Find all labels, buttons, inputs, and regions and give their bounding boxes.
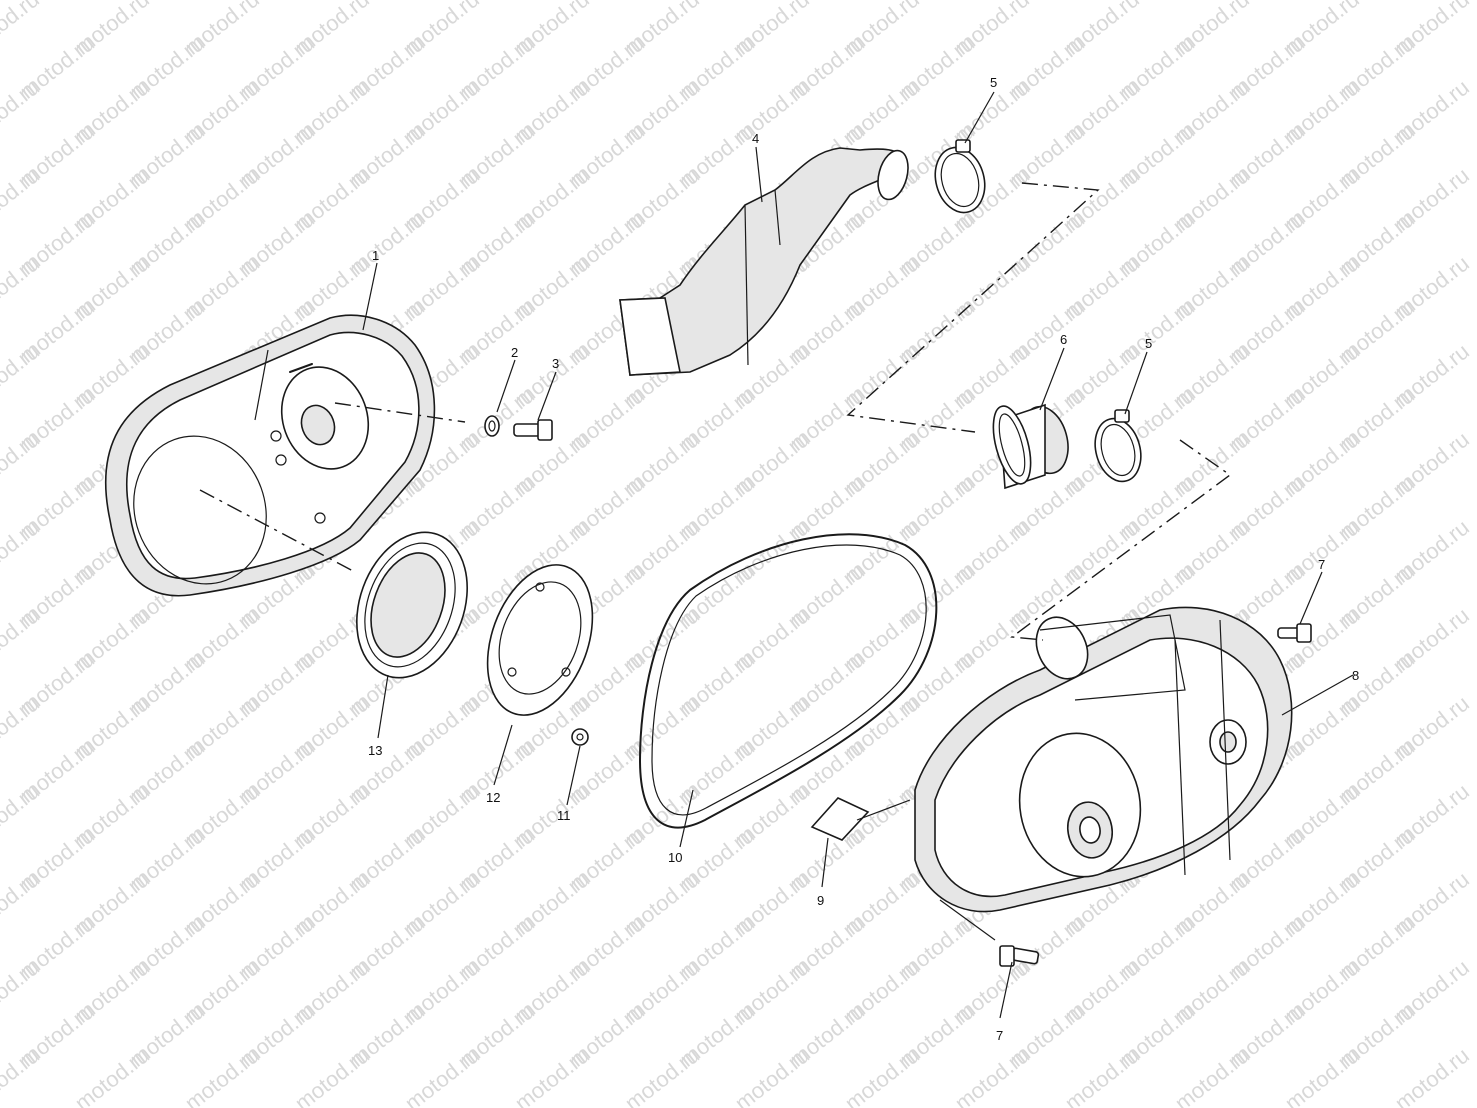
air-duct [619, 147, 909, 376]
seal-ring [356, 531, 468, 679]
callout-5-upper: 5 [990, 75, 997, 90]
assembly-lines [199, 182, 1232, 641]
drive-belt [639, 533, 938, 829]
callout-11: 11 [557, 808, 571, 823]
outer-clutch-cover [914, 606, 1293, 913]
callout-10: 10 [668, 850, 682, 865]
hose-clamp-upper [934, 139, 986, 214]
callout-13: 13 [368, 743, 382, 758]
screw [571, 728, 589, 746]
callout-9: 9 [817, 893, 824, 908]
callout-8: 8 [1352, 668, 1359, 683]
callout-1: 1 [372, 248, 379, 263]
inner-clutch-cover [104, 314, 436, 597]
duct-coupler [992, 403, 1069, 490]
retainer-plate [486, 564, 594, 716]
leader-lines [362, 91, 1354, 1019]
callout-3: 3 [552, 356, 559, 371]
callout-12: 12 [486, 790, 500, 805]
callout-7-lower: 7 [996, 1028, 1003, 1043]
callout-labels: 1 2 3 4 5 6 5 7 8 9 10 11 12 13 7 [368, 75, 1359, 1043]
hose-clamp-lower [1094, 409, 1142, 483]
callout-6: 6 [1060, 332, 1067, 347]
washer [484, 415, 500, 437]
callout-4: 4 [752, 131, 759, 146]
callout-5-lower: 5 [1145, 336, 1152, 351]
callout-7-upper: 7 [1318, 557, 1325, 572]
decal [810, 797, 870, 841]
callout-2: 2 [511, 345, 518, 360]
bolt-lower [999, 945, 1040, 967]
bolt [513, 419, 553, 441]
bolt-upper [1277, 623, 1312, 643]
